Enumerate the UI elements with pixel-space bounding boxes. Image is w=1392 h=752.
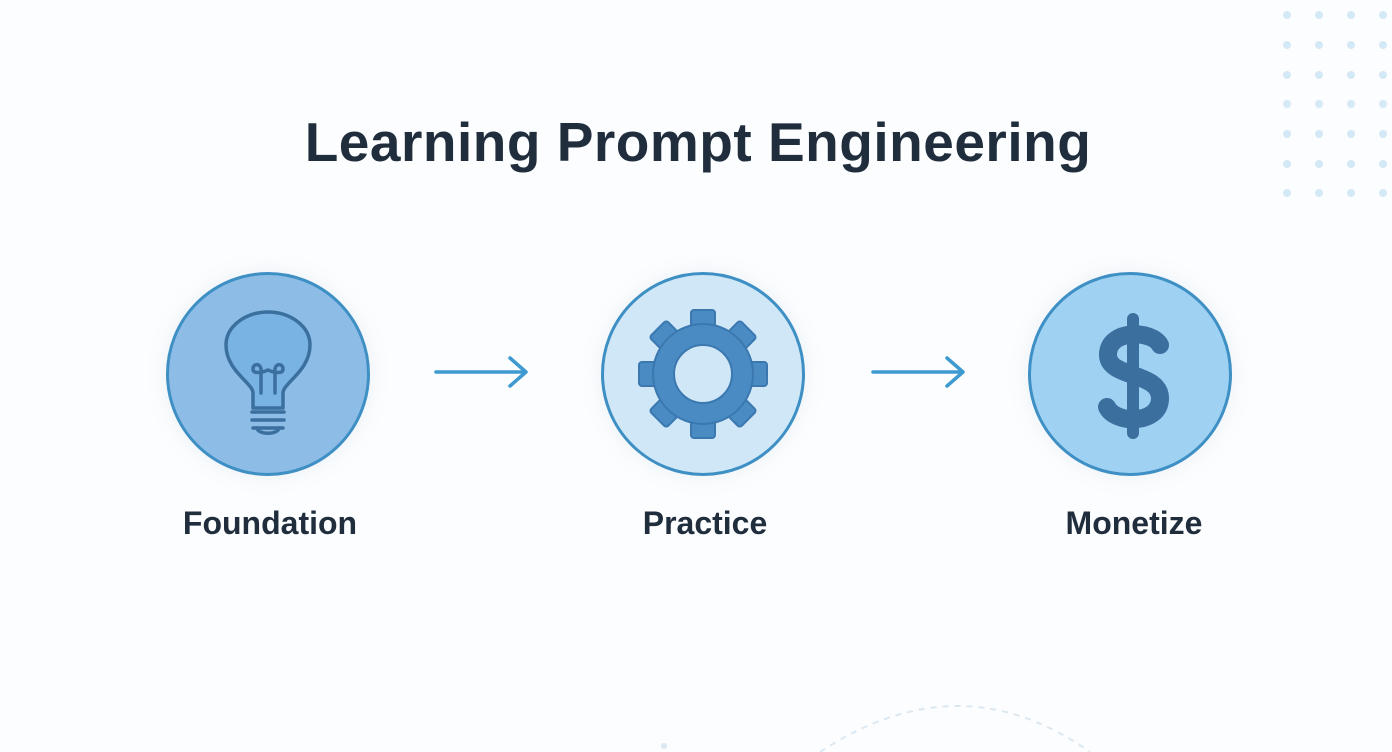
arrow-right-icon: [434, 356, 528, 388]
step-monetize-circle: [1028, 272, 1232, 476]
step-practice-label: Practice: [642, 505, 768, 541]
lightbulb-icon: [224, 310, 312, 435]
page-title: Learning Prompt Engineering: [304, 111, 1092, 173]
step-practice-circle: [601, 272, 805, 476]
decorative-dashed-arc: [661, 705, 1091, 752]
arrow-right-icon: [871, 356, 965, 388]
decorative-dot-grid: [1283, 11, 1387, 197]
gear-icon: [638, 309, 768, 439]
step-monetize-label: Monetize: [1065, 505, 1203, 541]
step-foundation-label: Foundation: [182, 505, 358, 541]
dollar-icon: [1098, 313, 1169, 439]
step-foundation-circle: [166, 272, 370, 476]
